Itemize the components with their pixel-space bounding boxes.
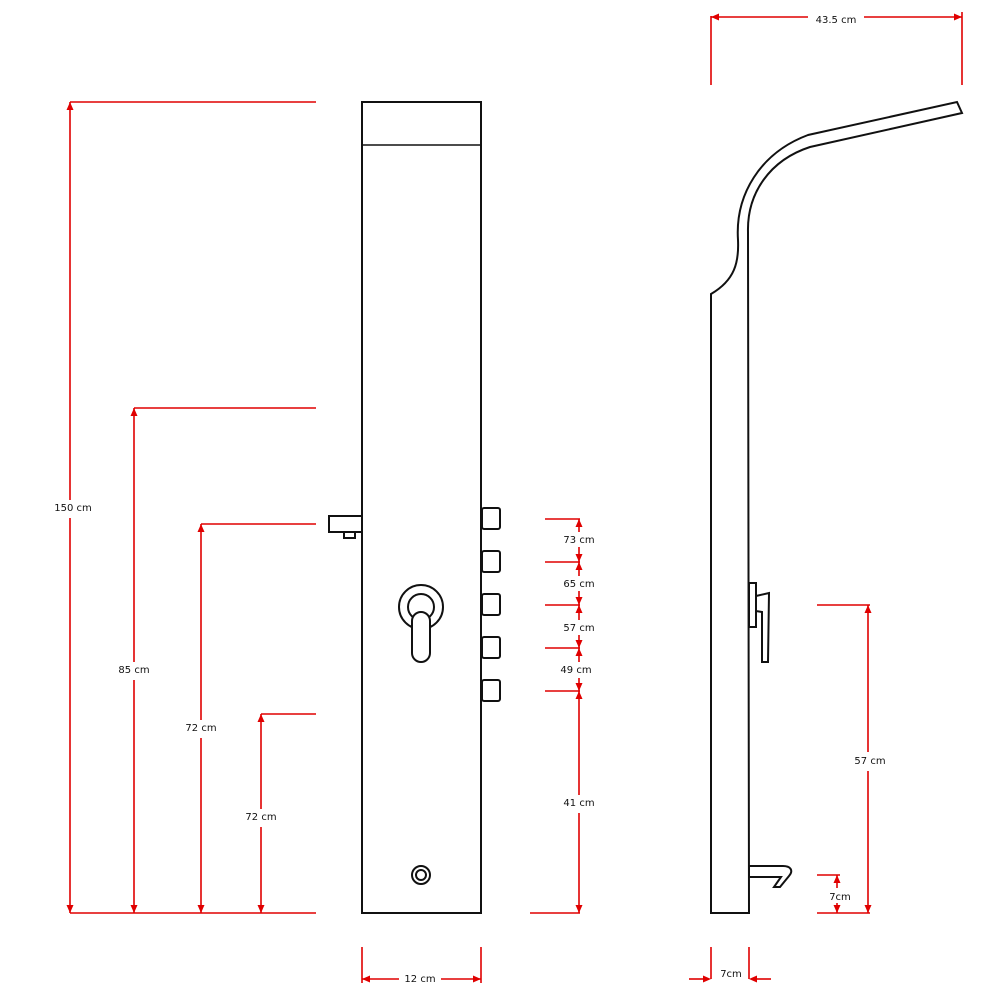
label-bottom-jets-height: 72 cm xyxy=(245,812,276,823)
dimension-arrow xyxy=(473,975,481,983)
dimension-arrow xyxy=(130,408,138,416)
dimension-arrow xyxy=(575,905,583,913)
front-view xyxy=(328,101,501,914)
label-button-5: 41 cm xyxy=(563,798,594,809)
label-total-height: 150 cm xyxy=(54,503,92,514)
label-top-jets-height: 85 cm xyxy=(118,665,149,676)
label-button-2: 65 cm xyxy=(563,579,594,590)
mixer-handle xyxy=(398,584,444,663)
dimension-arrow xyxy=(575,562,583,570)
dimension-arrow xyxy=(575,640,583,648)
label-spout-height: 72 cm xyxy=(185,723,216,734)
side-panel-profile xyxy=(710,100,964,914)
dimension-arrow xyxy=(575,519,583,527)
dimension-arrow xyxy=(864,605,872,613)
dimension-arrow xyxy=(575,683,583,691)
control-button-3 xyxy=(481,593,501,616)
control-button-2 xyxy=(481,550,501,573)
label-button-4: 49 cm xyxy=(560,665,591,676)
label-depth: 7cm xyxy=(720,969,742,980)
dimension-arrow xyxy=(575,605,583,613)
label-button-1: 73 cm xyxy=(563,535,594,546)
dimension-arrow xyxy=(749,975,757,983)
control-button-4 xyxy=(481,636,501,659)
front-panel-body xyxy=(361,101,482,914)
dimension-arrow xyxy=(711,13,719,21)
control-button-5 xyxy=(481,679,501,702)
dimension-arrow xyxy=(257,905,265,913)
label-spout-side-height: 7cm xyxy=(829,892,851,903)
dimension-arrow xyxy=(575,648,583,656)
side-tub-spout xyxy=(748,865,793,888)
dimension-arrow xyxy=(257,714,265,722)
hand-shower-connector xyxy=(411,865,431,885)
dimension-arrow xyxy=(833,875,841,883)
dimension-arrow xyxy=(703,975,711,983)
front-tub-spout xyxy=(328,515,363,539)
label-button-3: 57 cm xyxy=(563,623,594,634)
dimension-arrow xyxy=(575,554,583,562)
side-view xyxy=(710,100,964,914)
dimension-arrow xyxy=(575,597,583,605)
dimension-arrow xyxy=(130,905,138,913)
dimension-arrow xyxy=(66,905,74,913)
control-button-1 xyxy=(481,507,501,530)
dimension-arrow xyxy=(833,905,841,913)
dimension-arrow xyxy=(864,905,872,913)
side-mixer-handle xyxy=(748,582,771,663)
label-handle-height: 57 cm xyxy=(854,756,885,767)
dimension-arrow xyxy=(362,975,370,983)
dimension-arrow xyxy=(66,102,74,110)
label-panel-width: 12 cm xyxy=(404,974,435,985)
dimension-arrow xyxy=(575,691,583,699)
label-projection: 43.5 cm xyxy=(816,15,857,26)
dimension-lines xyxy=(66,12,963,983)
dimension-arrow xyxy=(197,905,205,913)
dimension-arrow xyxy=(197,524,205,532)
dimension-arrow xyxy=(954,13,962,21)
